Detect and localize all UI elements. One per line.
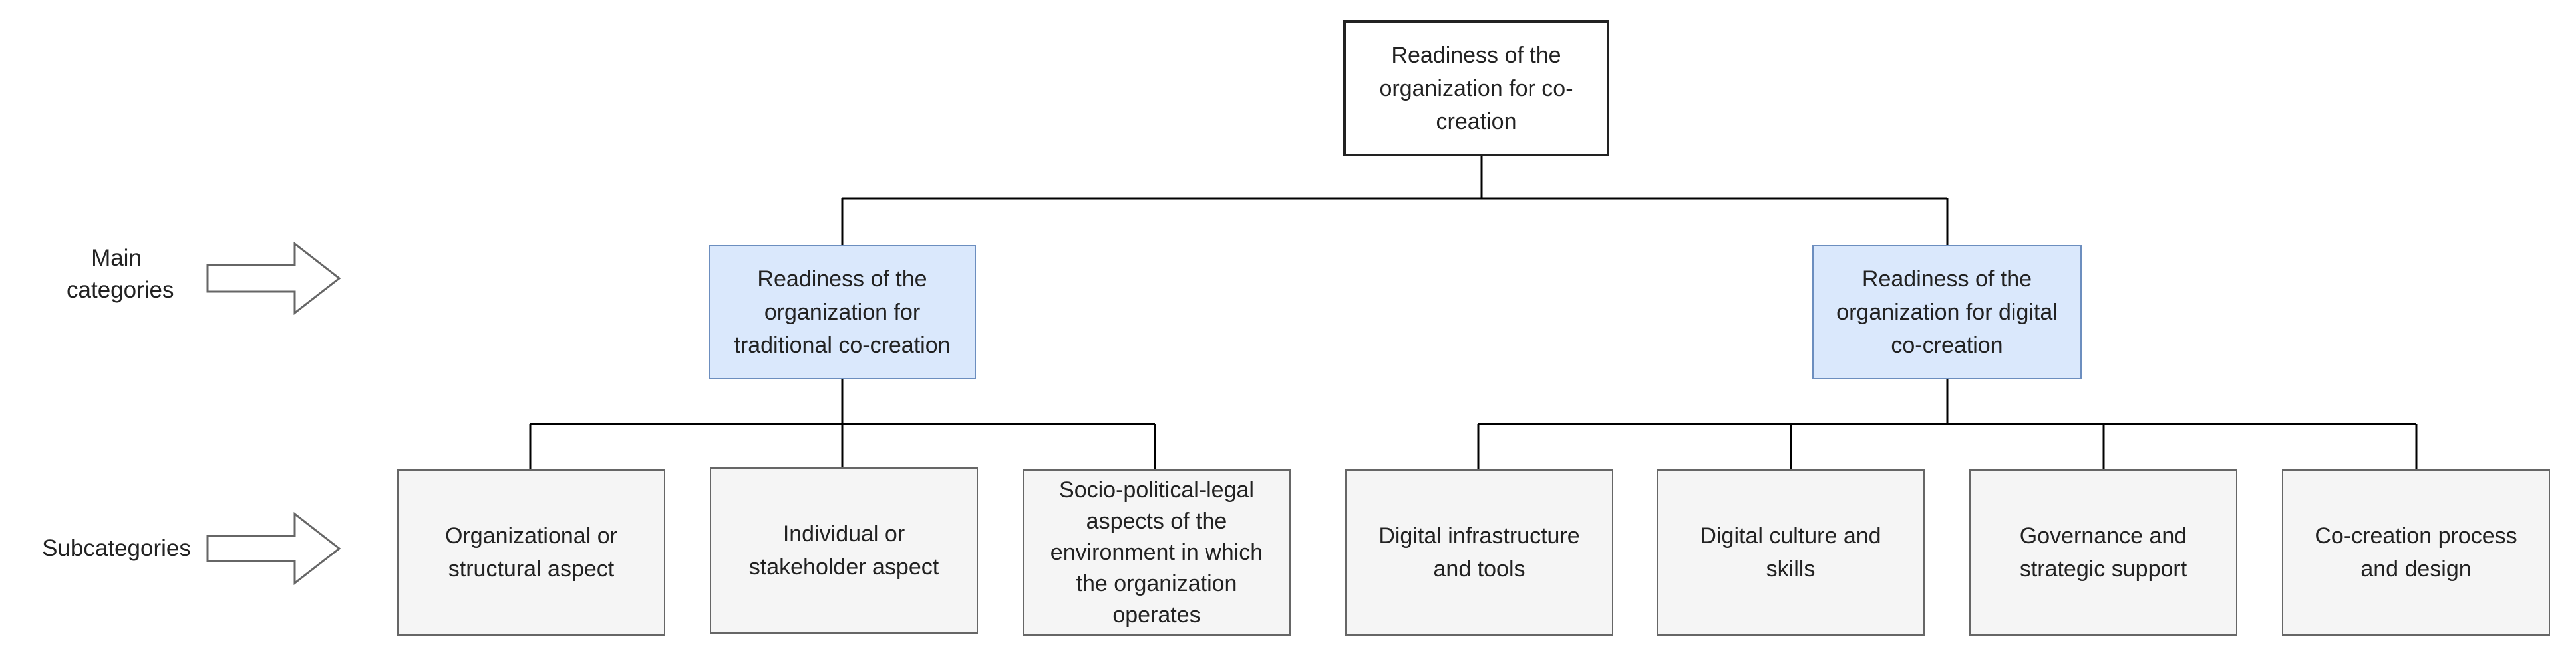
subcategory-digital-infrastructure-label: Digital infrastructure and tools [1378, 523, 1580, 582]
root-node: Readiness of the organization for co-cre… [1343, 20, 1609, 156]
subcategory-socio-political-legal-label: Socio-political-legal aspects of the env… [1050, 477, 1263, 628]
subcategory-organizational-label: Organizational or structural aspect [445, 523, 617, 582]
subcategory-digital-culture-label: Digital culture and skills [1700, 523, 1881, 582]
subcategory-co-creation-process: Co-creation process and design [2282, 469, 2550, 636]
subcategory-individual: Individual or stakeholder aspect [710, 467, 978, 634]
main-category-traditional-label: Readiness of the organization for tradit… [734, 266, 951, 358]
subcategory-governance: Governance and strategic support [1969, 469, 2237, 636]
main-categories-label-text: Main categories [67, 245, 174, 303]
main-categories-label: Main categories [67, 242, 174, 306]
main-row-arrow-icon [206, 241, 341, 316]
subcategory-digital-culture: Digital culture and skills [1657, 469, 1925, 636]
subcategory-organizational: Organizational or structural aspect [397, 469, 665, 636]
subcategory-co-creation-process-label: Co-creation process and design [2315, 523, 2517, 582]
subcategory-socio-political-legal: Socio-political-legal aspects of the env… [1023, 469, 1291, 636]
subcategories-label: Subcategories [27, 533, 206, 564]
main-category-traditional: Readiness of the organization for tradit… [709, 245, 976, 379]
subcategory-digital-infrastructure: Digital infrastructure and tools [1345, 469, 1613, 636]
sub-row-arrow-icon [206, 511, 341, 586]
subcategory-individual-label: Individual or stakeholder aspect [748, 521, 939, 580]
subcategories-label-text: Subcategories [42, 535, 191, 561]
main-category-digital: Readiness of the organization for digita… [1812, 245, 2082, 379]
main-category-digital-label: Readiness of the organization for digita… [1836, 266, 2058, 358]
root-node-label: Readiness of the organization for co-cre… [1379, 42, 1573, 134]
subcategory-governance-label: Governance and strategic support [2019, 523, 2187, 582]
